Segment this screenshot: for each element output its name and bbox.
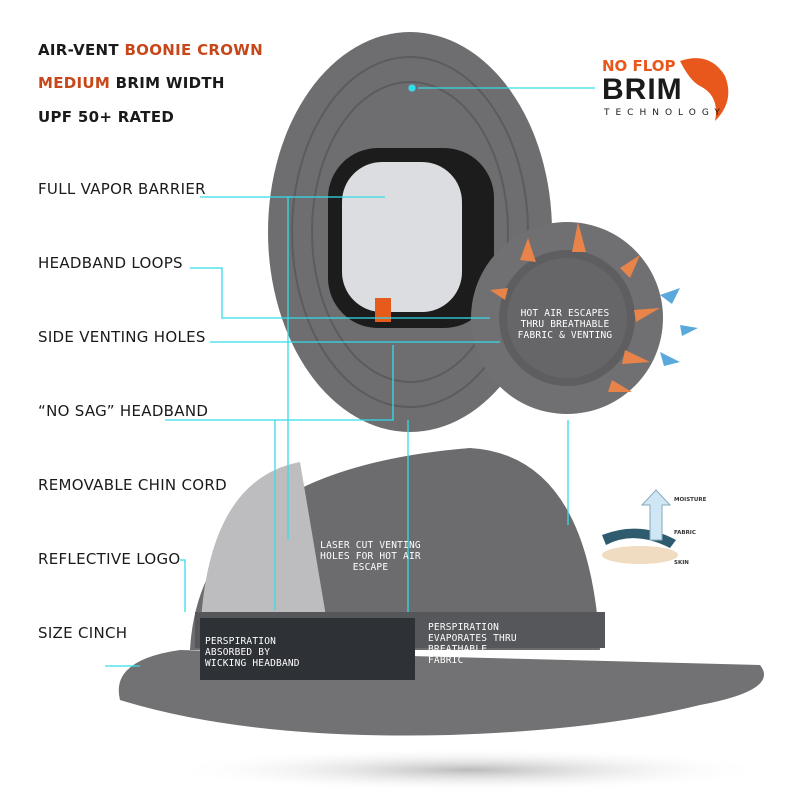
feature-brim-suffix: BRIM WIDTH xyxy=(110,74,225,92)
callout-headband-loops: HEADBAND LOOPS xyxy=(38,254,183,272)
logo-sub: TECHNOLOGY xyxy=(604,108,726,118)
feature-crown: AIR-VENT BOONIE CROWN xyxy=(38,41,263,59)
laser-vent-text: LASER CUT VENTING HOLES FOR HOT AIR ESCA… xyxy=(320,540,421,573)
feature-upf: UPF 50+ RATED xyxy=(38,108,175,126)
logo-top: NO FLOP xyxy=(602,57,676,75)
callout-vapor-barrier: FULL VAPOR BARRIER xyxy=(38,180,206,198)
logo-main: BRIM xyxy=(602,73,683,106)
diagram-skin: SKIN xyxy=(674,560,689,566)
hat-side-view xyxy=(118,448,770,792)
hat-vent-view xyxy=(471,222,698,414)
no-flop-brim-logo: NO FLOP BRIM TECHNOLOGY xyxy=(600,58,760,124)
callout-size-cinch: SIZE CINCH xyxy=(38,624,128,642)
heat-arrows xyxy=(490,222,660,392)
evaporates-text: PERSPIRATION EVAPORATES THRU BREATHABLE … xyxy=(428,622,517,666)
callout-lines xyxy=(105,84,595,667)
feature-crown-prefix: AIR-VENT xyxy=(38,41,125,59)
feature-crown-highlight: BOONIE CROWN xyxy=(124,41,264,59)
callout-side-venting: SIDE VENTING HOLES xyxy=(38,328,206,346)
logo-swoosh-icon xyxy=(680,58,729,121)
feature-brim-highlight: MEDIUM xyxy=(38,74,111,92)
hot-air-text: HOT AIR ESCAPES THRU BREATHABLE FABRIC &… xyxy=(517,308,613,341)
diagram-fabric: FABRIC xyxy=(674,530,696,536)
moisture-diagram xyxy=(602,489,678,564)
diagram-moisture: MOISTURE xyxy=(674,497,707,503)
callout-reflective-logo: REFLECTIVE LOGO xyxy=(38,550,181,568)
absorbed-text: PERSPIRATION ABSORBED BY WICKING HEADBAN… xyxy=(205,636,300,669)
callout-chin-cord: REMOVABLE CHIN CORD xyxy=(38,476,227,494)
callout-no-sag: “NO SAG” HEADBAND xyxy=(38,402,209,420)
feature-brim: MEDIUM BRIM WIDTH xyxy=(38,74,225,92)
